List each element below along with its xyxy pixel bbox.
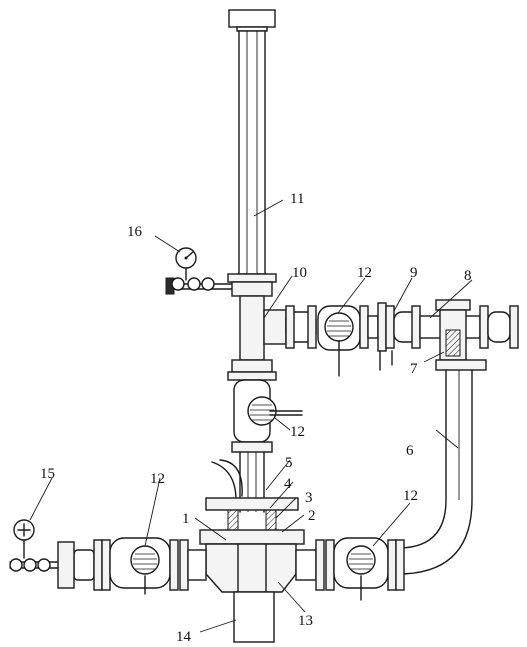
label-1: 1 xyxy=(182,511,190,527)
top-pipe xyxy=(228,9,276,275)
lower-left-line xyxy=(9,519,207,595)
upper-right-line xyxy=(285,299,519,377)
middle-valve xyxy=(231,379,303,453)
upper-tee xyxy=(227,273,287,381)
label-12-lower-left: 12 xyxy=(150,471,165,487)
label-4: 4 xyxy=(284,476,292,492)
label-5: 5 xyxy=(285,455,293,471)
return-line xyxy=(397,369,473,575)
label-12-lower-right: 12 xyxy=(403,488,418,504)
label-9: 9 xyxy=(410,265,418,281)
leader-lines xyxy=(29,199,473,633)
label-3: 3 xyxy=(305,490,313,506)
label-15: 15 xyxy=(40,466,55,482)
central-body xyxy=(199,451,305,643)
label-6: 6 xyxy=(406,443,414,459)
part-labels: 11 16 10 12 9 8 7 12 6 5 4 3 2 1 12 12 1… xyxy=(40,191,472,645)
label-13: 13 xyxy=(298,613,313,629)
label-7: 7 xyxy=(410,361,418,377)
label-8: 8 xyxy=(464,268,472,284)
label-2: 2 xyxy=(308,508,316,524)
lower-right-line xyxy=(295,537,405,601)
upper-pressure-gauge xyxy=(165,247,240,295)
label-10: 10 xyxy=(292,265,307,281)
label-11: 11 xyxy=(290,191,304,207)
label-12-middle: 12 xyxy=(290,424,305,440)
label-14: 14 xyxy=(176,629,192,645)
label-16: 16 xyxy=(127,224,143,240)
label-12-upper: 12 xyxy=(357,265,372,281)
